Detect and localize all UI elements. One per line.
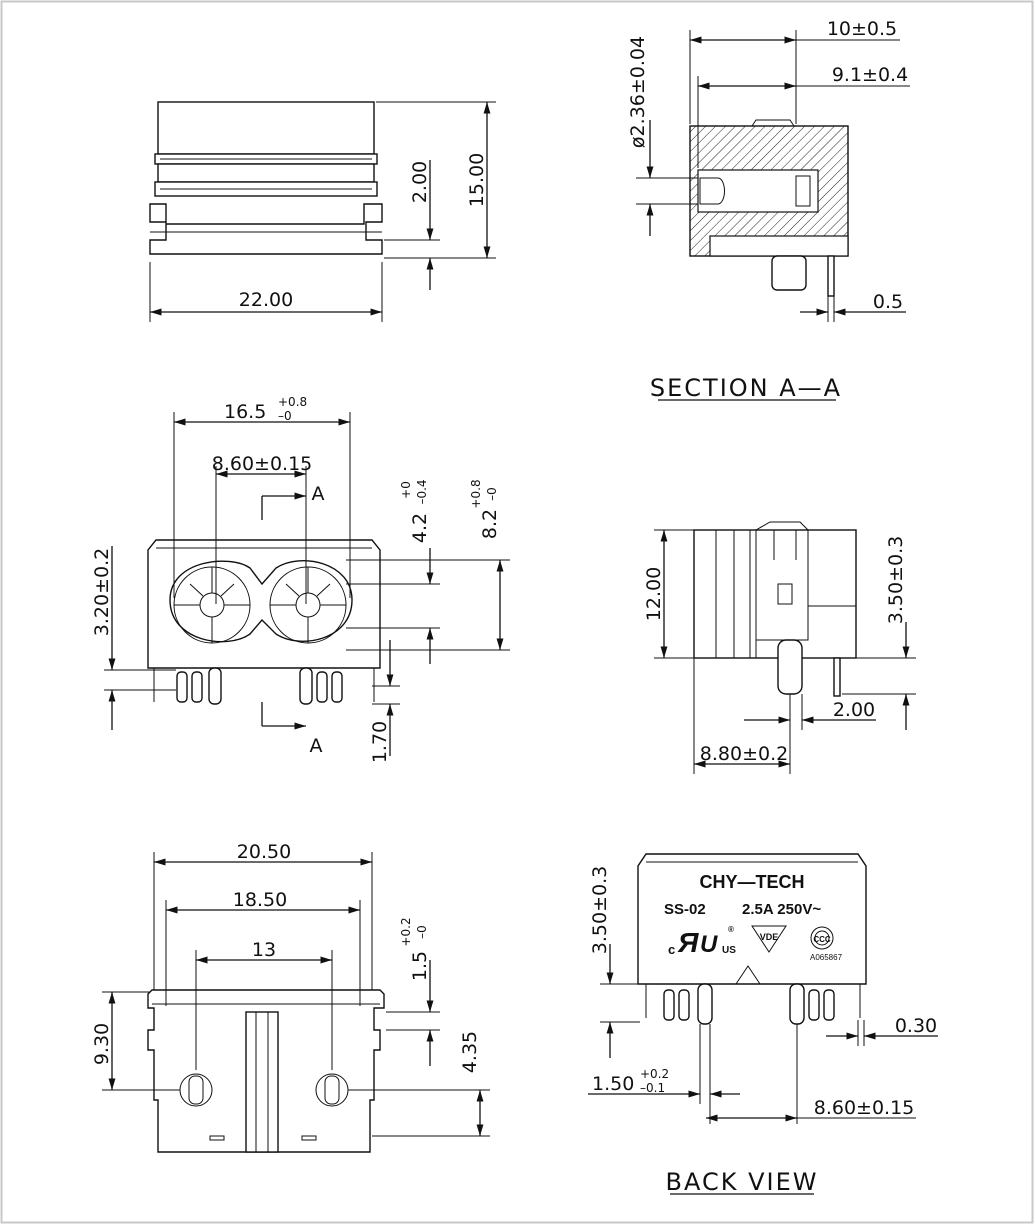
back-pin-w-tol-minus: –0.1 bbox=[640, 1081, 665, 1095]
bottom-w3-dim: 13 bbox=[252, 939, 276, 961]
top-height-dim: 15.00 bbox=[466, 153, 488, 207]
ccc-mark-icon: CCC bbox=[810, 926, 834, 950]
section-outer-dim: 10±0.5 bbox=[827, 18, 897, 40]
section-title: SECTION A—A bbox=[650, 374, 842, 402]
section-view: 10±0.5 9.1±0.4 ø2.36±0.04 0.5 SECTION A—… bbox=[627, 18, 910, 402]
ul-mark-icon: c Я U US ® bbox=[668, 925, 736, 958]
section-mark-top: A bbox=[312, 483, 325, 505]
back-offset-dim: 3.50±0.3 bbox=[589, 866, 611, 954]
bottom-tab-base: 1.5 bbox=[409, 951, 431, 981]
svg-text:CCC: CCC bbox=[813, 935, 831, 944]
bottom-h-right-dim: 4.35 bbox=[459, 1031, 481, 1073]
bottom-tab-tol-plus: +0.2 bbox=[399, 917, 413, 946]
section-pin-dim: 0.5 bbox=[873, 291, 903, 313]
back-model: SS-02 bbox=[664, 901, 706, 918]
back-view: CHY—TECH SS-02 2.5A 250V~ c Я U US ® VDE… bbox=[588, 853, 938, 1196]
svg-text:US: US bbox=[722, 945, 736, 956]
top-step-dim: 2.00 bbox=[409, 161, 431, 203]
svg-text:VDE: VDE bbox=[760, 932, 779, 942]
back-cert-no: A065867 bbox=[810, 953, 843, 962]
vde-mark-icon: VDE bbox=[751, 925, 787, 953]
back-pin-w-base: 1.50 bbox=[592, 1073, 634, 1095]
front-h2-tol-plus: +0.8 bbox=[469, 479, 483, 508]
back-pitch-dim: 8.60±0.15 bbox=[814, 1097, 915, 1119]
svg-text:Я: Я bbox=[677, 927, 699, 958]
svg-text:U: U bbox=[700, 931, 718, 958]
section-diameter-dim: ø2.36±0.04 bbox=[627, 36, 649, 148]
side-depth-dim: 8.80±0.2 bbox=[700, 743, 788, 765]
side-view: 12.00 3.50±0.3 2.00 8.80±0.2 bbox=[643, 521, 916, 774]
top-width-dim: 22.00 bbox=[239, 289, 293, 311]
side-offset-dim: 3.50±0.3 bbox=[885, 536, 907, 624]
back-pin-thick-dim: 0.30 bbox=[895, 1015, 937, 1037]
section-inner-dim: 9.1±0.4 bbox=[832, 64, 908, 86]
bottom-tab-tol-minus: –0 bbox=[415, 925, 429, 939]
front-width-base: 16.5 bbox=[224, 401, 266, 423]
front-view: A A 16.5 +0.8 –0 8.60±0.15 4.2 +0 –0.4 8… bbox=[91, 395, 510, 763]
front-left-height-dim: 3.20±0.2 bbox=[91, 548, 113, 636]
front-h1-base: 4.2 bbox=[409, 513, 431, 543]
front-h1-tol-minus: –0.4 bbox=[415, 479, 429, 504]
back-title: BACK VIEW bbox=[666, 1168, 819, 1196]
bottom-w1-dim: 20.50 bbox=[237, 841, 291, 863]
side-height-dim: 12.00 bbox=[643, 567, 665, 621]
back-pin-w-tol-plus: +0.2 bbox=[640, 1067, 669, 1081]
front-width-tol-minus: –0 bbox=[278, 409, 292, 423]
bottom-view: 20.50 18.50 13 9.30 1.5 +0.2 –0 4.35 bbox=[91, 841, 490, 1153]
front-h2-tol-minus: –0 bbox=[485, 487, 499, 501]
front-pitch-dim: 8.60±0.15 bbox=[212, 453, 313, 475]
top-view: 22.00 15.00 2.00 bbox=[149, 101, 496, 322]
svg-text:®: ® bbox=[728, 925, 734, 934]
bottom-w2-dim: 18.50 bbox=[233, 889, 287, 911]
side-pin-gap-dim: 2.00 bbox=[833, 699, 875, 721]
back-rating: 2.5A 250V~ bbox=[742, 901, 821, 918]
bottom-h-left-dim: 9.30 bbox=[91, 1023, 113, 1065]
front-h1-tol-plus: +0 bbox=[399, 481, 413, 499]
back-brand: CHY—TECH bbox=[699, 872, 804, 892]
front-h2-base: 8.2 bbox=[479, 509, 501, 539]
section-mark-bottom: A bbox=[310, 735, 323, 757]
front-width-tol-plus: +0.8 bbox=[278, 395, 307, 409]
svg-text:c: c bbox=[668, 942, 675, 957]
front-pin-length-dim: 1.70 bbox=[369, 721, 391, 763]
